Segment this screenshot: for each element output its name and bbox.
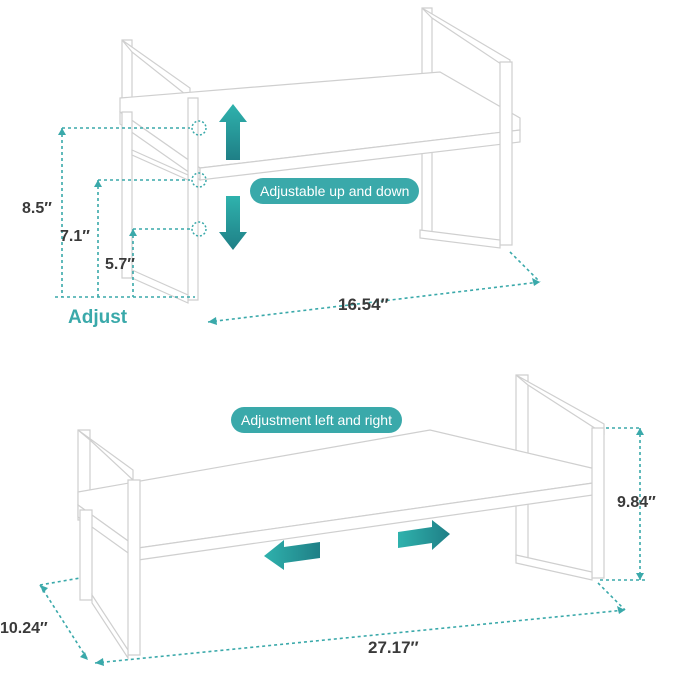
bottom-dimension-ticks [40,428,644,666]
up-down-arrow-icon [219,104,247,250]
width-top-label: 16.54″ [338,295,389,314]
left-arrow-icon [264,540,320,570]
top-dimension-ticks [58,128,540,325]
top-shelf [119,7,521,304]
height-label: 9.84″ [617,494,656,511]
height-max-label: 8.5″ [22,200,52,217]
bottom-shelf [77,374,605,661]
right-arrow-icon [398,520,450,550]
width-bottom-label: 27.17″ [368,638,419,657]
top-dimension-lines [55,127,541,323]
depth-label: 10.24″ [0,620,48,637]
adjust-label: Adjust [68,307,128,328]
up-down-callout: Adjustable up and down [250,178,420,204]
bottom-dimension-lines [39,427,645,664]
height-mid-label: 7.1″ [60,228,90,245]
height-min-label: 5.7″ [105,256,135,273]
left-right-callout: Adjustment left and right [231,407,402,433]
adjust-holes [191,120,207,237]
